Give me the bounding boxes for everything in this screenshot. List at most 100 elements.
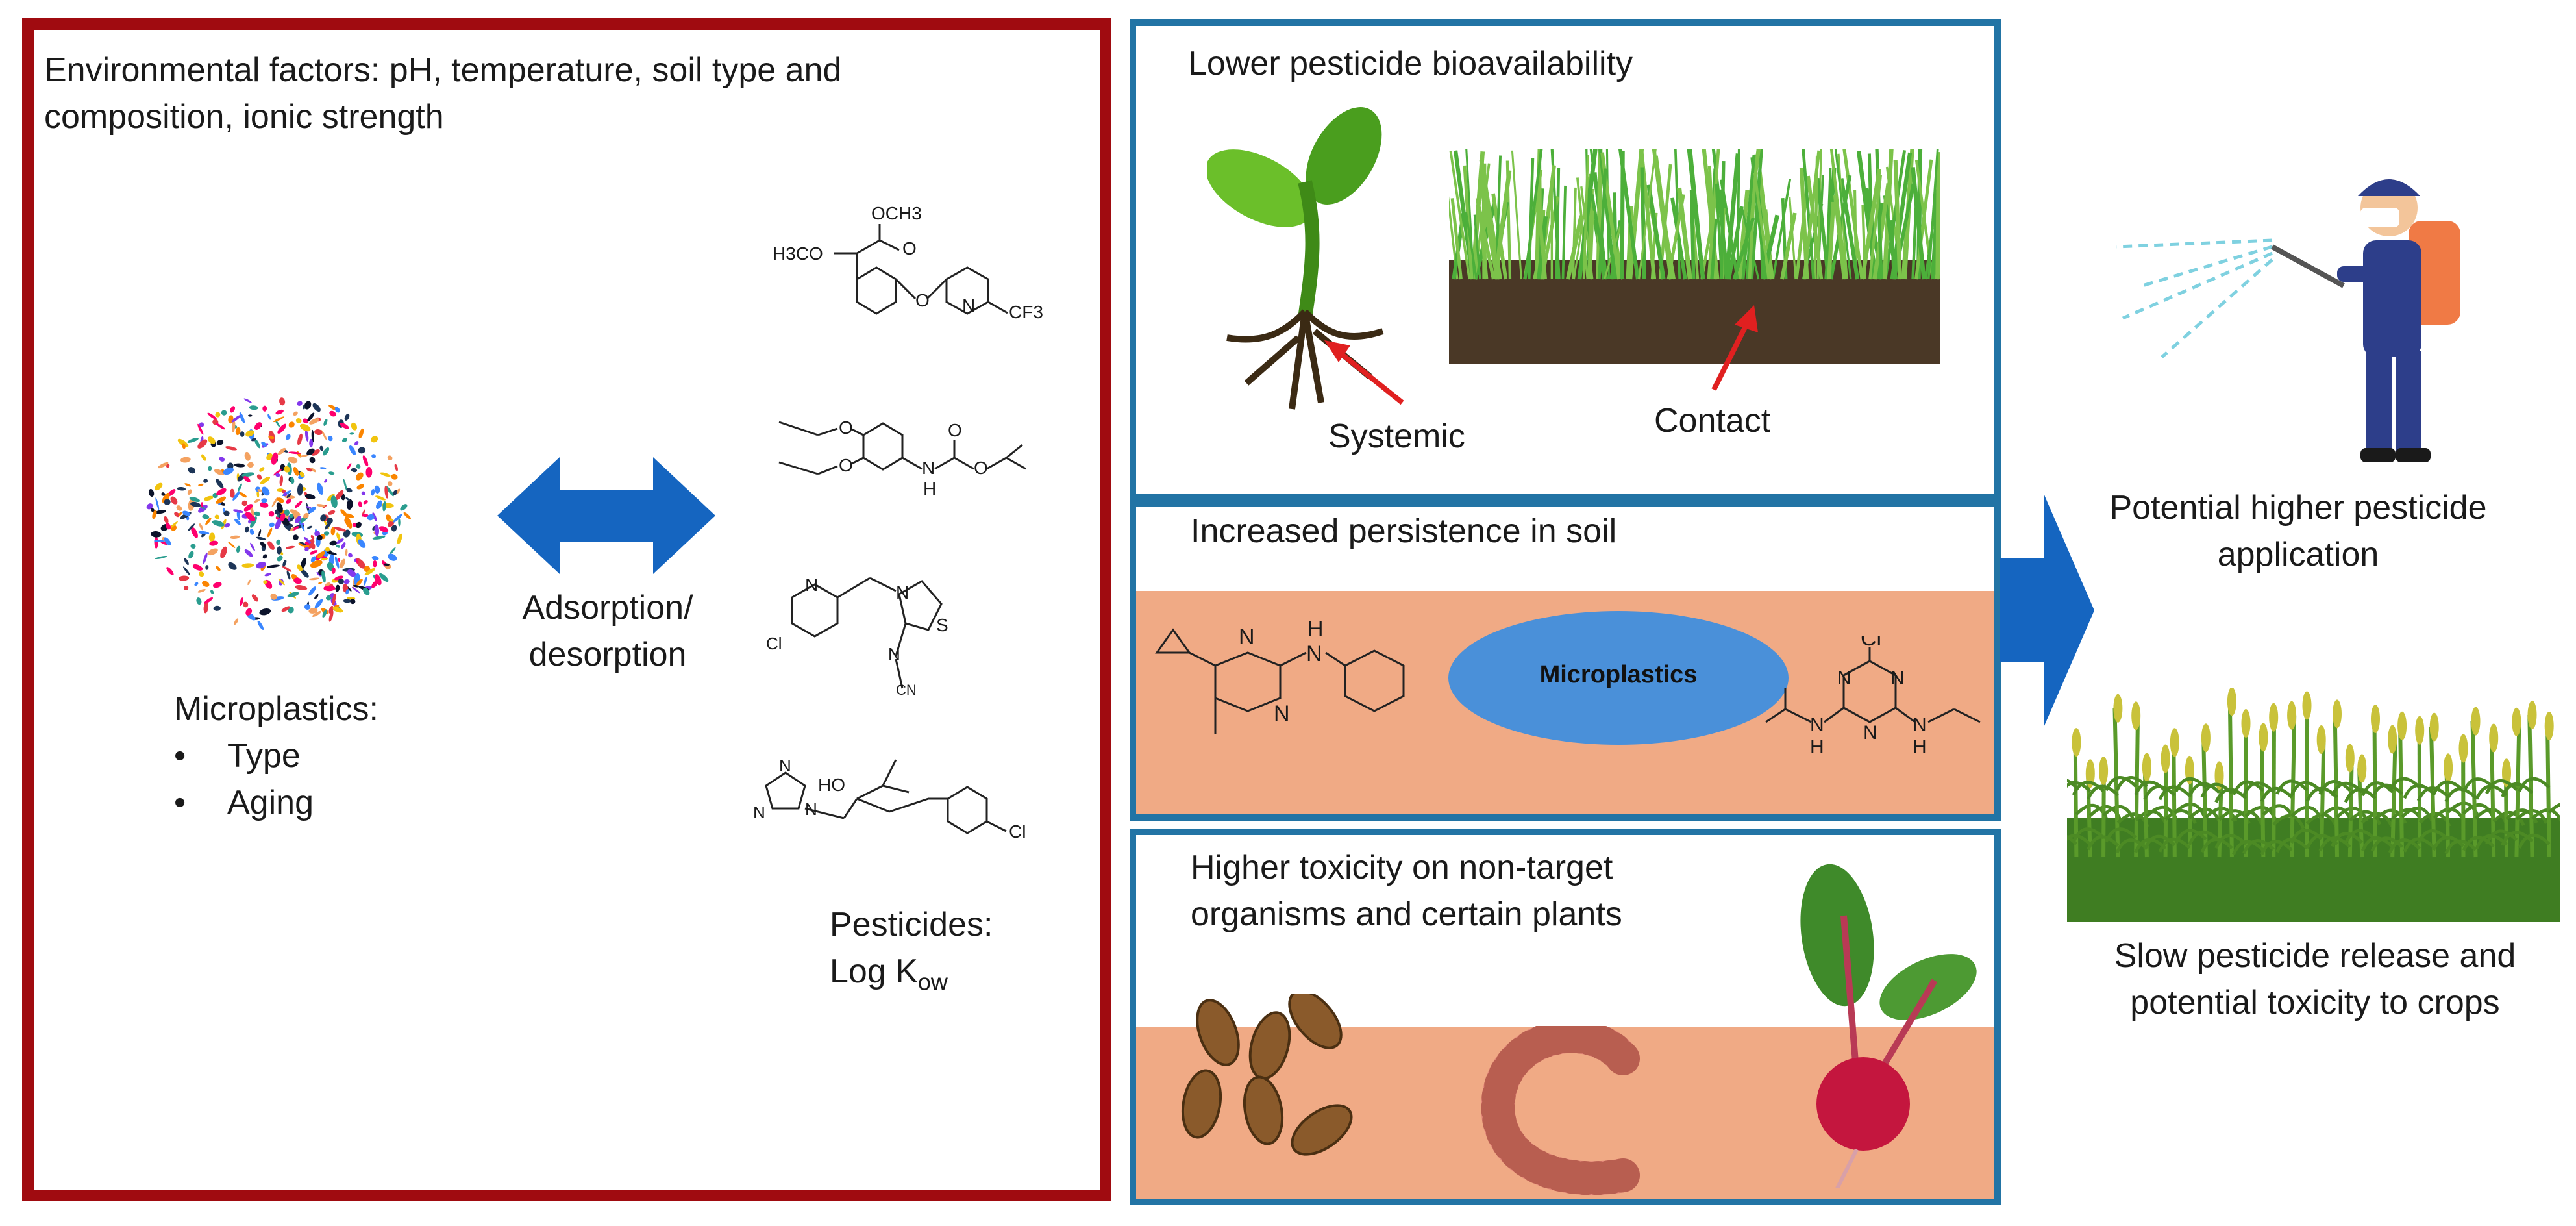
microplastic-particle [346,499,353,510]
grass-blade [1572,187,1577,280]
microplastic-particle [243,504,253,512]
microplastic-particle [355,521,362,529]
microplastics-ellipse-label: Microplastics [1539,661,1698,688]
grass-blade [1638,149,1657,280]
corn-leaf [2403,837,2436,853]
microplastic-particle [205,565,209,570]
microplastic-particle [188,523,195,531]
microplastic-particle [288,451,301,455]
microplastic-particle [164,499,171,506]
microplastic-particle [277,423,287,434]
microplastic-particle [336,532,341,541]
microplastic-particle [334,556,340,569]
grass-blade [1802,150,1821,280]
contact-arrow-icon [1711,305,1758,391]
microplastic-particle [319,467,327,469]
corn-leaf [2242,839,2275,855]
microplastic-particle [290,477,295,484]
grass-blade [1834,149,1852,280]
microplastic-particle [312,403,321,412]
microplastic-particle [319,445,324,451]
microplastic-particle [222,507,226,512]
label-n-1: N [779,756,791,775]
grass-blade [1727,206,1744,280]
microplastic-particle [330,495,338,508]
corn-tassel [2316,725,2326,754]
microplastic-particle [285,434,291,440]
microplastic-particle [277,497,284,503]
microplastic-particle [310,468,316,473]
microplastics-title: Microplastics: [174,690,378,728]
microplastic-particle [239,412,245,423]
microplastic-particle [317,482,324,495]
farmer-sprayer-illustration [2116,179,2460,462]
label-n-ring: N [896,582,909,603]
microplastic-particle [282,560,287,567]
microplastic-particle [347,569,356,577]
microplastic-particle [299,521,305,532]
microplastic-particle [388,553,397,561]
microplastic-particle [259,608,271,616]
earthworm-illustration [1481,1026,1640,1195]
grass-blade [1600,152,1621,280]
microplastic-particle [262,486,270,496]
toxicity-title: Higher toxicity on non-target organisms … [1191,844,1775,938]
grass-blade [1860,168,1882,280]
grass-blade [1588,210,1594,280]
corn-leaf [2260,786,2293,802]
microplastic-particle [177,438,189,447]
microplastics-ellipse [1448,611,1789,745]
microplastic-particle [346,463,352,470]
corn-leaf [2174,829,2207,844]
microplastic-particle [230,535,240,539]
microplastic-particle [354,441,359,446]
corn-tassel [2429,712,2439,742]
corn-stalk [2390,739,2397,858]
corn-tassel [2302,691,2312,720]
microplastic-particle [224,523,230,528]
grass-blade [1833,195,1846,280]
grass-blade [1465,212,1478,280]
microplastic-particle [290,509,301,516]
microplastic-particle [203,552,208,564]
label-o: O [839,455,853,475]
corn-leaf [2492,810,2525,827]
microplastic-particle [362,455,369,467]
microplastic-particle [232,509,244,513]
label-n: N [1274,701,1290,726]
microplastic-particle [308,586,316,596]
corn-leaf [2072,827,2105,843]
microplastic-particle [306,448,315,456]
corn-tassel [2471,707,2481,736]
microplastic-particle [286,493,291,498]
corn-leaf [2087,784,2120,800]
atrazine-structure: Cl N N N N H N H [1765,636,1981,758]
grass-blade [1883,150,1907,280]
microplastic-particle [324,479,328,483]
microplastic-particle [356,464,361,469]
microplastic-particle [180,457,191,463]
corn-leaf [2214,833,2248,849]
grass-blade [1732,217,1755,280]
microplastic-particle [208,466,212,471]
microplastic-particle [254,422,262,431]
microplastic-particle [341,542,346,549]
microplastic-particle [250,542,255,551]
grass-blade [1511,150,1522,280]
microplastic-particle [301,569,309,578]
corn-leaf [2115,838,2148,854]
microplastic-particle [361,491,366,495]
microplastic-particle [328,435,333,442]
microplastic-particle [304,429,309,442]
corn-tassel [2131,701,2141,731]
corn-leaf [2087,835,2120,851]
microplastic-particle [358,428,364,439]
microplastic-particle [364,568,376,576]
grass-blade [1598,149,1616,280]
microplastic-particle [216,440,224,445]
microplastic-particle [376,500,382,510]
contact-label: Contact [1654,402,1771,440]
microplastic-particle [214,469,225,476]
grass-blade [1670,197,1687,280]
microplastic-particle [327,510,336,515]
